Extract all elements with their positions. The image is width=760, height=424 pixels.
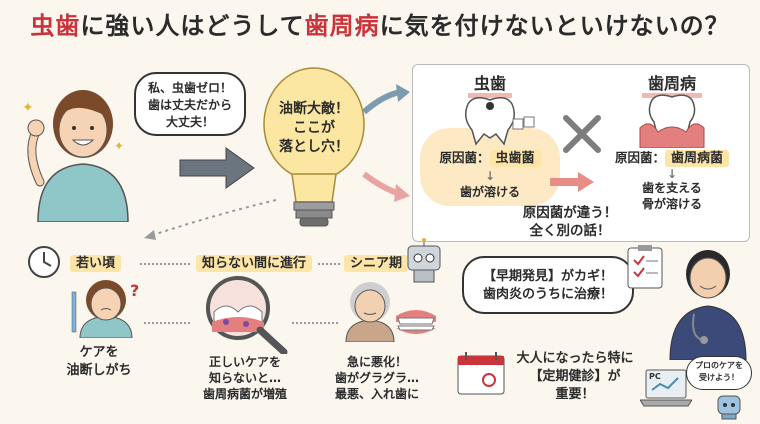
arrow-compare-icon (548, 170, 596, 198)
stage2-text: 知らない間に進行 (196, 255, 313, 272)
cavity-cause-label: 原因菌： (439, 150, 490, 165)
stage3-text: シニア期 (344, 255, 409, 272)
cavity-panel: 虫歯 原因菌：虫歯菌 ↓ 歯が溶ける (420, 70, 560, 206)
stage1-text: 若い頃 (70, 255, 122, 272)
title-cavity: 虫歯 (30, 12, 81, 40)
checkup-note: 大人になったら特に 【定期健診】が 重要！ (510, 350, 640, 404)
robot-bubble-line2: 受けよう！ (699, 373, 739, 382)
bulb-line2: ここが (293, 120, 335, 136)
woman-bubble-line1: 私、虫歯ゼロ！ (147, 81, 232, 95)
senior-illustration (340, 278, 400, 346)
stage2-label: 知らない間に進行 (196, 252, 313, 272)
bulb-line1: 油断大敵！ (279, 101, 349, 117)
tooth-cavity-icon (460, 94, 520, 150)
cavity-blob (420, 128, 560, 206)
cavity-cause: 原因菌：虫歯菌 (420, 150, 560, 167)
svg-text:✦: ✦ (114, 139, 124, 153)
perio-cause: 原因菌：歯周病菌 (602, 150, 742, 167)
caption1-line1: ケアを (79, 345, 119, 360)
doctor-speech-bubble: 【早期発見】がカギ！ 歯肉炎のうちに治療！ (462, 256, 634, 314)
doctor-bubble-line2: 歯肉炎のうちに治療！ (482, 287, 613, 302)
laptop-label: PC (649, 372, 661, 381)
perio-down-arrow: ↓ (666, 167, 678, 181)
title-perio: 歯周病 (304, 12, 380, 40)
arrow-down-right-icon (362, 170, 412, 208)
cavity-cause-value: 虫歯菌 (489, 150, 541, 167)
woman-bubble-line3: 大丈夫！ (165, 115, 214, 129)
robot-icon (400, 238, 448, 290)
cavity-title-text: 虫歯 (467, 74, 512, 98)
perio-title-text: 歯周病 (641, 74, 702, 98)
caption2-line1: 正しいケアを (208, 355, 281, 369)
magnifier-icon (198, 272, 290, 358)
cavity-title: 虫歯 (420, 70, 560, 98)
dentures-icon (392, 304, 440, 344)
perio-title: 歯周病 (602, 70, 742, 98)
dotted-arrow-icon (140, 196, 280, 248)
cavity-result: 歯が溶ける (459, 185, 520, 199)
laptop-icon (639, 368, 693, 412)
svg-text:?: ? (130, 281, 139, 300)
caption3: 急に悪化！ 歯がグラグラ… 最悪、入れ歯に (322, 354, 432, 402)
doctor-bubble-line1: 【早期発見】がカギ！ (482, 269, 613, 284)
cross-icon (560, 112, 604, 160)
tooth-gum-icon (638, 92, 706, 152)
caption3-line3: 最悪、入れ歯に (334, 387, 419, 401)
perio-result-line2: 骨が溶ける (641, 197, 702, 211)
caption3-line1: 急に悪化！ (346, 355, 407, 369)
compare-note: 原因菌が違う！ 全く別の話！ (508, 204, 632, 240)
caption3-line2: 歯がグラグラ… (334, 371, 419, 385)
checkup-line3: 重要！ (555, 387, 595, 402)
young-woman-illustration: ? (66, 278, 146, 342)
doctor-illustration (660, 240, 756, 364)
svg-text:✦: ✦ (22, 100, 34, 116)
woman-illustration: ✦ ✦ (18, 72, 148, 223)
stage1-label: 若い頃 (70, 252, 122, 272)
clock-icon (26, 244, 62, 284)
helper-robot-icon (714, 392, 744, 424)
bulb-text: 油断大敵！ ここが 落とし穴！ (258, 100, 370, 157)
perio-result: 歯を支える 骨が溶ける (602, 180, 742, 212)
checkup-line1: 大人になったら特に (516, 351, 634, 366)
timeline-dots-4 (292, 322, 338, 324)
arrow-right-icon (178, 146, 256, 194)
robot-speech-bubble: プロのケアを 受けよう！ (686, 356, 752, 390)
perio-cause-label: 原因菌： (614, 150, 665, 165)
bulb-line3: 落とし穴！ (279, 139, 349, 155)
woman-bubble-line2: 歯は丈夫だから (147, 98, 232, 112)
perio-cause-value: 歯周病菌 (665, 150, 730, 167)
timeline-dots-2 (318, 263, 340, 265)
woman-speech-bubble: 私、虫歯ゼロ！ 歯は丈夫だから 大丈夫！ (134, 72, 246, 136)
caption1-line2: 油断しがち (66, 363, 132, 378)
perio-panel: 歯周病 原因菌：歯周病菌 ↓ 歯を支える 骨が溶ける (602, 70, 742, 212)
compare-note-line1: 原因菌が違う！ (522, 205, 618, 221)
stage3-label: シニア期 (344, 252, 409, 272)
caption2-line2: 知らないと… (208, 371, 281, 385)
caption1: ケアを 油断しがち (54, 344, 144, 380)
arrow-up-right-icon (362, 82, 412, 120)
caption2: 正しいケアを 知らないと… 歯周病菌が増殖 (190, 354, 300, 402)
perio-result-line1: 歯を支える (642, 181, 702, 195)
caption2-line3: 歯周病菌が増殖 (202, 387, 287, 401)
calendar-icon (456, 350, 506, 400)
sugar-cube-icon (512, 114, 536, 136)
compare-note-line2: 全く別の話！ (529, 223, 611, 239)
robot-bubble-line1: プロのケアを (695, 361, 743, 370)
clipboard-icon (626, 244, 664, 294)
checkup-line2: 【定期健診】が (529, 369, 621, 384)
title-end: に気を付けないといけないの？ (379, 12, 730, 40)
title-mid: に強い人はどうして (80, 12, 305, 40)
lightbulb-icon (258, 62, 370, 232)
cavity-down-arrow: ↓ (484, 169, 496, 183)
timeline-dots-1 (140, 263, 190, 265)
timeline-dots-3 (144, 322, 190, 324)
page-title: 虫歯に強い人はどうして歯周病に気を付けないといけないの？ (0, 6, 760, 41)
